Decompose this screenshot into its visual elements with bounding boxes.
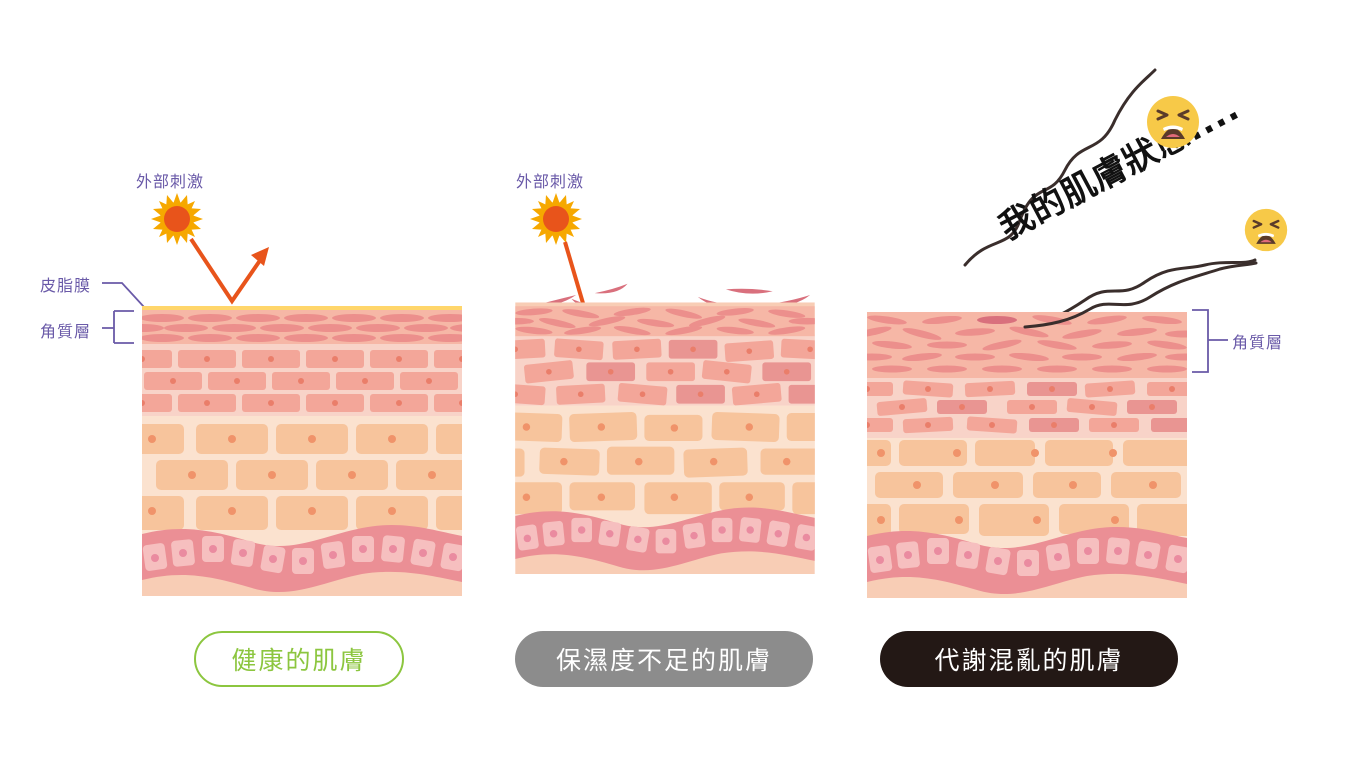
disordered-skin-diagram bbox=[867, 312, 1187, 598]
external-stimulus-label-2: 外部刺激 bbox=[516, 172, 585, 191]
caption-dry-skin: 保濕度不足的肌膚 bbox=[515, 631, 813, 687]
caption-disordered-skin: 代謝混亂的肌膚 bbox=[880, 631, 1178, 687]
sebum-film-label: 皮脂膜 bbox=[40, 276, 92, 295]
sun-icon bbox=[530, 193, 582, 245]
tired-face-icon bbox=[1147, 96, 1199, 148]
stratum-corneum-label-right: 角質層 bbox=[1232, 333, 1284, 352]
dry-skin-diagram bbox=[515, 283, 815, 574]
reflected-arrow-icon bbox=[189, 237, 269, 305]
squiggle-line-bottom bbox=[1023, 258, 1257, 330]
external-stimulus-label-1: 外部刺激 bbox=[136, 172, 205, 191]
label-bracket-right bbox=[1192, 309, 1228, 373]
label-leader-lines-left bbox=[102, 282, 145, 344]
healthy-skin-diagram bbox=[142, 306, 462, 596]
title-squiggles bbox=[963, 68, 1257, 330]
squiggle-overlay bbox=[1023, 261, 1258, 329]
caption-healthy-skin: 健康的肌膚 bbox=[194, 631, 404, 687]
squiggle-line-top bbox=[963, 68, 1157, 267]
tired-face-icon bbox=[1244, 208, 1288, 252]
sun-icon bbox=[151, 193, 203, 245]
stratum-corneum-label-left: 角質層 bbox=[40, 322, 92, 341]
